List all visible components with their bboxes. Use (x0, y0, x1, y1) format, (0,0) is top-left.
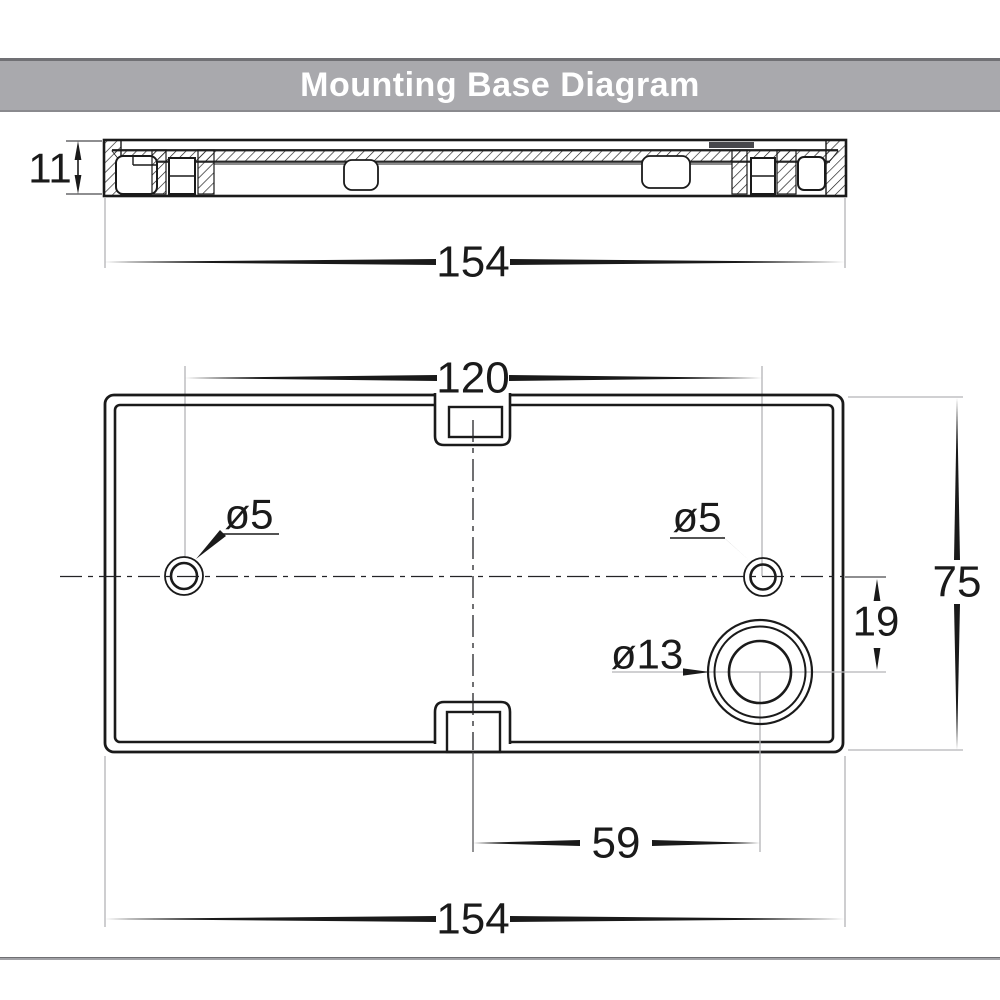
left-screw-boss (151, 149, 215, 195)
dim-large-hole-x: 59 (473, 819, 760, 868)
hole-large (706, 618, 814, 726)
side-height-dim-label: 11 (28, 145, 72, 192)
dim-side-width: 154 (104, 198, 846, 287)
callout-small-hole-right: ø5 (670, 494, 751, 562)
section-hatch-band (111, 150, 839, 162)
hole-spacing-dim-label: 120 (436, 354, 509, 403)
dim-hole-spacing: 120 (185, 354, 762, 403)
rib-pocket-right (641, 155, 691, 189)
rib-pocket-left (343, 159, 379, 191)
dim-plan-height: 75 (848, 396, 982, 751)
callout-large-hole: ø13 (611, 631, 710, 678)
side-width-dim-label: 154 (436, 238, 509, 287)
large-hole-x-dim-label: 59 (592, 819, 641, 868)
title-bar: Mounting Base Diagram (0, 58, 1000, 112)
dim-side-height: 11 (28, 140, 102, 195)
left-pocket (115, 155, 158, 195)
callout-small-hole-left: ø5 (196, 491, 279, 559)
hole-offset-dim-label: 19 (853, 598, 900, 645)
plan-width-dim-label: 154 (436, 895, 509, 944)
dim-plan-width: 154 (104, 756, 846, 944)
base-outer-outline (103, 393, 845, 754)
dim-large-hole-offset: 19 (853, 579, 900, 670)
plan-height-dim-label: 75 (933, 558, 982, 607)
right-screw-boss (709, 142, 797, 195)
right-hole-label: ø5 (672, 494, 721, 541)
right-pocket (797, 156, 826, 191)
large-hole-label: ø13 (611, 631, 683, 678)
top-view-plan (60, 366, 886, 852)
page-title: Mounting Base Diagram (300, 66, 700, 104)
section-divider (0, 957, 1000, 960)
top-cable-notch (433, 393, 512, 447)
section-right-cap (825, 139, 847, 197)
gasket-bar (709, 142, 754, 148)
base-inner-outline (113, 403, 835, 744)
side-view-section (102, 138, 848, 198)
left-hole-label: ø5 (224, 491, 273, 538)
